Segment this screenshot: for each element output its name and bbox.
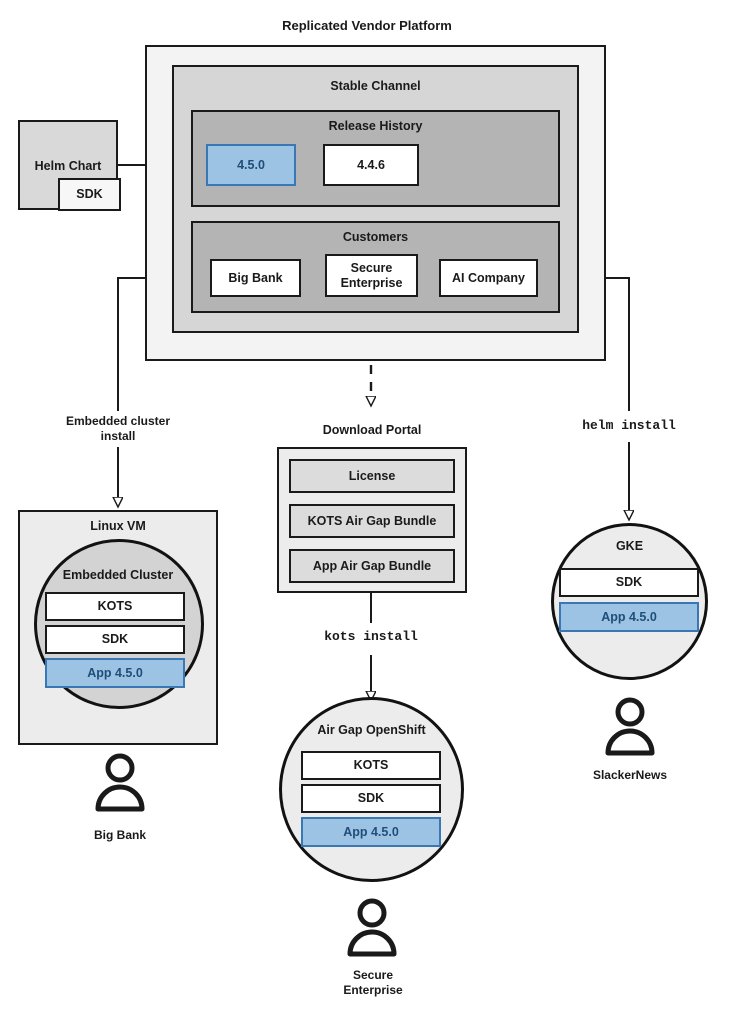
- target-gke: [551, 523, 708, 680]
- component-label: KOTS: [97, 599, 133, 614]
- component-chip-kots: KOTS: [301, 751, 441, 780]
- sdk-label: SDK: [76, 187, 103, 202]
- component-label: KOTS: [353, 758, 389, 773]
- customer-caption-big-bank: Big Bank: [93, 828, 146, 842]
- person-icon: [347, 898, 397, 957]
- helm-chart-label: Helm Chart: [34, 159, 102, 173]
- component-chip-sdk: SDK: [45, 625, 185, 654]
- release-version-label: 4.5.0: [237, 157, 265, 172]
- component-chip-sdk: SDK: [301, 784, 441, 813]
- customer-name-label: AI Company: [452, 270, 525, 285]
- customer-caption-secure-enterprise: Secure Enterprise: [343, 968, 403, 997]
- helm-chart-sdk-chip: SDK: [58, 178, 121, 211]
- customer-name-label: Big Bank: [228, 270, 283, 285]
- artifact-chip-kots-air-gap-bundle[interactable]: KOTS Air Gap Bundle: [289, 504, 455, 538]
- release-version-label: 4.4.6: [357, 157, 385, 172]
- component-label: SDK: [357, 791, 385, 806]
- component-chip-app: App 4.5.0: [559, 602, 699, 632]
- customer-chip-ai-company[interactable]: AI Company: [439, 259, 538, 297]
- stable-channel-label: Stable Channel: [330, 79, 421, 93]
- person-icon: [605, 697, 655, 756]
- artifact-label: App Air Gap Bundle: [312, 558, 432, 573]
- edge-label-kots-install: kots install: [324, 629, 418, 644]
- component-label: SDK: [615, 575, 643, 590]
- air-gap-openshift-label: Air Gap OpenShift: [317, 723, 426, 737]
- component-chip-kots: KOTS: [45, 592, 185, 621]
- customers-label: Customers: [342, 230, 409, 244]
- person-icon: [95, 753, 145, 812]
- page-title: Replicated Vendor Platform: [282, 18, 452, 33]
- release-history-label: Release History: [328, 119, 423, 133]
- customer-name-label: Secure Enterprise: [340, 261, 403, 290]
- artifact-chip-app-air-gap-bundle[interactable]: App Air Gap Bundle: [289, 549, 455, 583]
- customer-caption-slackernews: SlackerNews: [592, 768, 668, 782]
- customer-chip-secure-enterprise[interactable]: Secure Enterprise: [325, 254, 418, 297]
- release-chip-4-5-0[interactable]: 4.5.0: [206, 144, 296, 186]
- artifact-label: License: [348, 468, 396, 483]
- component-chip-sdk: SDK: [559, 568, 699, 597]
- component-chip-app: App 4.5.0: [301, 817, 441, 847]
- component-label: SDK: [101, 632, 129, 647]
- embedded-cluster-label: Embedded Cluster: [62, 568, 174, 582]
- linux-vm-label: Linux VM: [90, 519, 146, 533]
- artifact-chip-license[interactable]: License: [289, 459, 455, 493]
- gke-label: GKE: [615, 539, 644, 553]
- release-chip-4-4-6[interactable]: 4.4.6: [323, 144, 419, 186]
- component-label: App 4.5.0: [87, 665, 143, 680]
- edge-label-embedded-cluster-install: Embedded cluster install: [65, 414, 171, 443]
- edge-label-helm-install: helm install: [582, 418, 676, 433]
- component-chip-app: App 4.5.0: [45, 658, 185, 688]
- customer-chip-big-bank[interactable]: Big Bank: [210, 259, 301, 297]
- component-label: App 4.5.0: [343, 824, 399, 839]
- artifact-label: KOTS Air Gap Bundle: [307, 513, 437, 528]
- download-portal-label: Download Portal: [322, 423, 422, 437]
- component-label: App 4.5.0: [601, 609, 657, 624]
